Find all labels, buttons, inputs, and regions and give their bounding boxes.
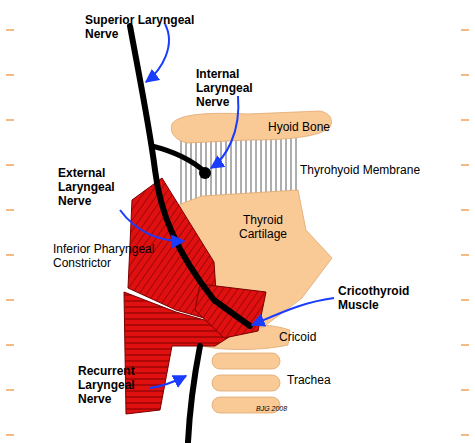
part-label: Superior Laryngeal Nerve bbox=[85, 13, 207, 41]
cartilage-shape: Thyroid Cartilage bbox=[160, 186, 338, 338]
trachea-rings bbox=[212, 353, 280, 413]
recurrent-laryngeal-nerve bbox=[188, 346, 200, 442]
cartilage-shape: Hyoid Bone bbox=[168, 106, 336, 148]
part-label: BJG 2008 bbox=[256, 404, 306, 413]
nerve-end-dot bbox=[199, 167, 211, 179]
slide-ticks bbox=[6, 30, 469, 435]
cartilage-outline bbox=[160, 186, 338, 338]
part-label: Cricoid bbox=[279, 330, 339, 344]
part-label: Recurrent Laryngeal Nerve bbox=[78, 364, 156, 406]
part-label: Trachea bbox=[287, 373, 347, 387]
cartilage-fill bbox=[170, 190, 332, 328]
part-label: Thyrohyoid Membrane bbox=[300, 163, 460, 177]
part-label: Thyroid Cartilage bbox=[228, 213, 298, 241]
cricoid-cartilage bbox=[198, 324, 290, 350]
part-label: Internal Laryngeal Nerve bbox=[196, 67, 268, 109]
pharyngeal-constrictor-lower bbox=[124, 292, 240, 414]
internal-laryngeal-nerve bbox=[152, 146, 205, 172]
part-label: Inferior Pharyngeal Constrictor bbox=[53, 242, 171, 270]
part-label: External Laryngeal Nerve bbox=[58, 166, 130, 208]
part-label: Cricothyroid Muscle bbox=[338, 284, 430, 312]
cricothyroid-muscle bbox=[195, 284, 266, 338]
part-label: Hyoid Bone bbox=[268, 120, 338, 134]
